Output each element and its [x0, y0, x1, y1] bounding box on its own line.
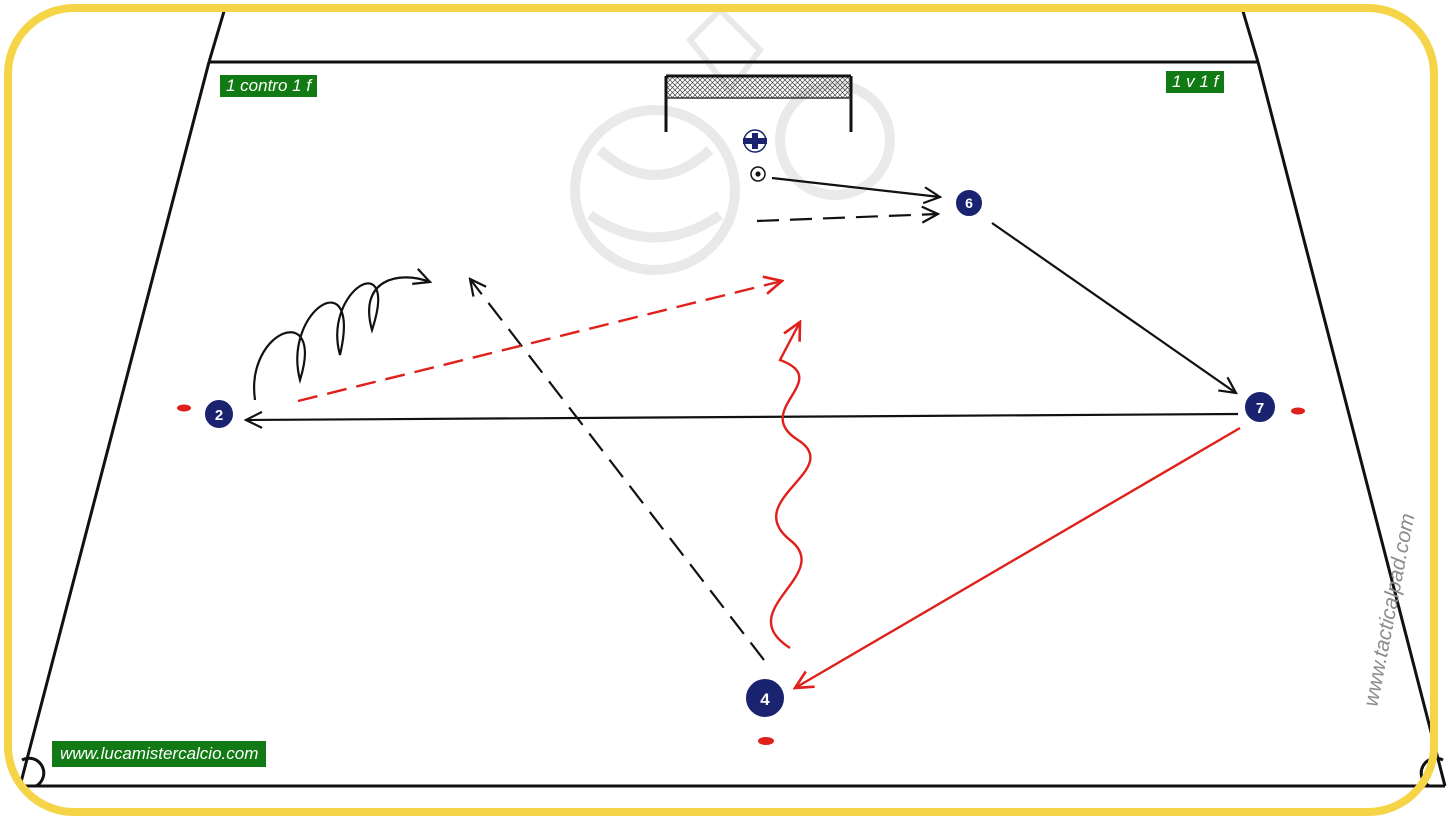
goal-net-icon — [664, 74, 853, 132]
frame-border — [4, 4, 1438, 816]
goalkeeper-icon — [743, 129, 767, 153]
red-pass-7-to-4 — [795, 426, 1241, 688]
svg-text:6: 6 — [965, 195, 973, 211]
label-top-right: 1 v 1 f — [1166, 71, 1225, 93]
svg-text:4: 4 — [760, 690, 770, 709]
dribble-2-zigzag — [253, 277, 430, 401]
tactic-board: 2 6 7 4 1 contro 1 f 1 v 1 f www.lucamis… — [4, 4, 1447, 816]
player-7[interactable]: 7 — [1243, 390, 1277, 424]
player-6[interactable]: 6 — [954, 188, 984, 218]
pass-6-to-7 — [991, 222, 1236, 393]
label-top-left: 1 contro 1 f — [220, 75, 318, 97]
player-4[interactable]: 4 — [744, 677, 786, 719]
cone-icon — [177, 404, 1305, 745]
svg-text:7: 7 — [1256, 400, 1264, 417]
red-dribble-4 — [769, 322, 812, 650]
ball-icon — [750, 166, 766, 182]
website-label: www.lucamistercalcio.com — [52, 741, 267, 767]
pass-ball-to-6 — [771, 176, 940, 197]
red-run-2 — [297, 281, 782, 403]
svg-text:2: 2 — [215, 407, 223, 424]
run-4-diagonal — [470, 279, 765, 661]
run-ball-to-6 — [756, 214, 938, 221]
player-2[interactable]: 2 — [203, 398, 235, 430]
pass-7-to-2 — [246, 414, 1239, 420]
